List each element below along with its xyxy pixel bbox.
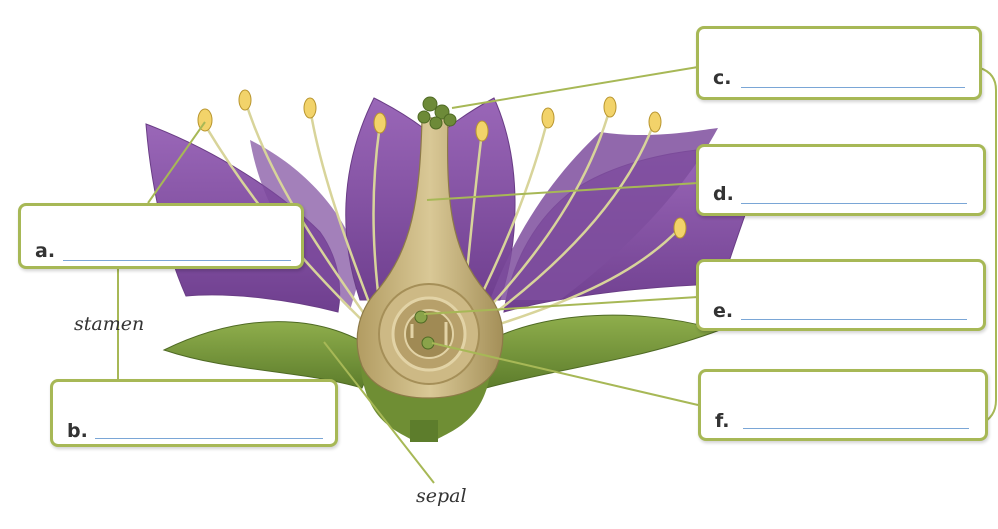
answer-line-e[interactable] (741, 319, 967, 320)
label-letter-e: e. (713, 300, 733, 322)
label-letter-d: d. (713, 183, 734, 205)
label-box-f[interactable]: f. (698, 369, 988, 441)
sepal-right (470, 315, 720, 388)
ovule (415, 311, 427, 323)
label-box-a[interactable]: a. (18, 203, 304, 269)
label-box-d[interactable]: d. (696, 144, 986, 216)
label-box-e[interactable]: e. (696, 259, 986, 331)
ovary (379, 284, 479, 384)
label-letter-b: b. (67, 420, 88, 442)
answer-line-c[interactable] (741, 87, 965, 88)
answer-line-d[interactable] (741, 203, 967, 204)
label-letter-c: c. (713, 67, 731, 89)
answer-line-f[interactable] (743, 428, 969, 429)
label-letter-a: a. (35, 240, 55, 262)
answer-line-b[interactable] (95, 438, 323, 439)
label-letter-f: f. (715, 410, 729, 432)
label-box-c[interactable]: c. (696, 26, 982, 100)
answer-line-a[interactable] (63, 260, 291, 261)
leader-c (452, 67, 698, 108)
label-box-b[interactable]: b. (50, 379, 338, 447)
stem (410, 420, 438, 442)
sepal-caption: sepal (416, 485, 467, 507)
stamen-caption: stamen (74, 313, 144, 335)
